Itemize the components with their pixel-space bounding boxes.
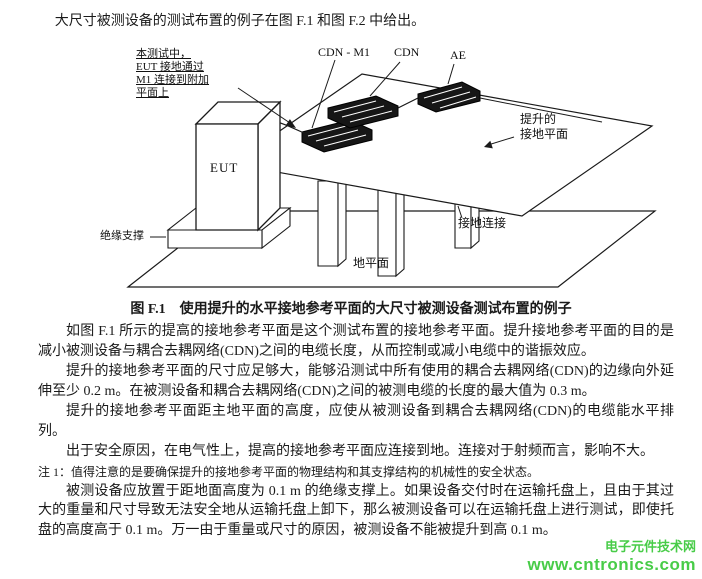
label-eut: EUT bbox=[210, 160, 239, 175]
figure-f1-diagram: 本测试中， EUT 接地通过 M1 连接到附加 平面上 CDN - M1 CDN… bbox=[50, 40, 670, 295]
note-1: 注 1：值得注意的是要确保提升的接地参考平面的物理结构和其支撑结构的机械性的安全… bbox=[38, 464, 540, 479]
leader-lines bbox=[150, 59, 463, 238]
intro-paragraph: 大尺寸被测设备的测试布置的例子在图 F.1 和图 F.2 中给出。 bbox=[54, 14, 426, 29]
annotation-line: 平面上 bbox=[136, 87, 169, 99]
figure-caption-label: 图 F.1 bbox=[130, 302, 166, 317]
paragraph-1: 如图 F.1 所示的提高的接地参考平面是这个测试布置的接地参考平面。提升接地参考… bbox=[38, 324, 674, 359]
ae-box-shape bbox=[417, 81, 481, 113]
watermark-url: www.cntronics.com bbox=[527, 555, 696, 574]
cdn-ae-cable-shape bbox=[397, 97, 419, 109]
figure-caption: 图 F.1 使用提升的水平接地参考平面的大尺寸被测设备测试布置的例子 bbox=[0, 298, 702, 318]
body-text: 如图 F.1 所示的提高的接地参考平面是这个测试布置的接地参考平面。提升接地参考… bbox=[38, 322, 674, 541]
cdn-box-shape bbox=[327, 95, 399, 129]
label-ground-plane: 地平面 bbox=[353, 256, 390, 270]
eut-box-shape bbox=[194, 100, 282, 232]
figure-caption-text: 使用提升的水平接地参考平面的大尺寸被测设备测试布置的例子 bbox=[179, 302, 572, 317]
label-insulating-support: 绝缘支撑 bbox=[100, 230, 144, 242]
annotation-arrow bbox=[237, 87, 296, 128]
ae-exit-cable-shape bbox=[479, 97, 603, 123]
paragraph-2: 提升的接地参考平面的尺寸应足够大，能够沿测试中所有使用的耦合去耦网络(CDN)的… bbox=[38, 364, 674, 399]
label-raised-line2: 接地平面 bbox=[520, 127, 569, 141]
raised-plane-arrow bbox=[484, 136, 515, 149]
annotation-line: M1 连接到附加 bbox=[136, 74, 210, 86]
annotation-line: EUT 接地通过 bbox=[136, 61, 204, 73]
label-cdn-m1: CDN - M1 bbox=[318, 45, 371, 59]
paragraph-3: 提升的接地参考平面距主地平面的高度，应使从被测设备到耦合去耦网络(CDN)的电缆… bbox=[38, 404, 674, 439]
label-raised-ground-plane: 提升的 接地平面 bbox=[520, 112, 568, 142]
figure-f1-drawing bbox=[126, 59, 657, 288]
label-cdn: CDN bbox=[394, 45, 420, 59]
annotation-line: 本测试中， bbox=[136, 48, 191, 60]
paragraph-4: 出于安全原因，在电气性上，提高的接地参考平面应连接到地。连接对于射频而言，影响不… bbox=[66, 444, 654, 459]
watermark: 电子元件技术网 www.cntronics.com bbox=[528, 536, 696, 575]
diagram-annotation-note: 本测试中， EUT 接地通过 M1 连接到附加 平面上 bbox=[136, 48, 209, 100]
label-ground-connection: 接地连接 bbox=[458, 216, 507, 230]
paragraph-5: 被测设备应放置于距地面高度为 0.1 m 的绝缘支撑上。如果设备交付时在运输托盘… bbox=[38, 483, 674, 538]
label-raised-line1: 提升的 bbox=[520, 112, 557, 126]
label-ae: AE bbox=[450, 48, 466, 62]
support-legs-shape bbox=[317, 172, 480, 278]
